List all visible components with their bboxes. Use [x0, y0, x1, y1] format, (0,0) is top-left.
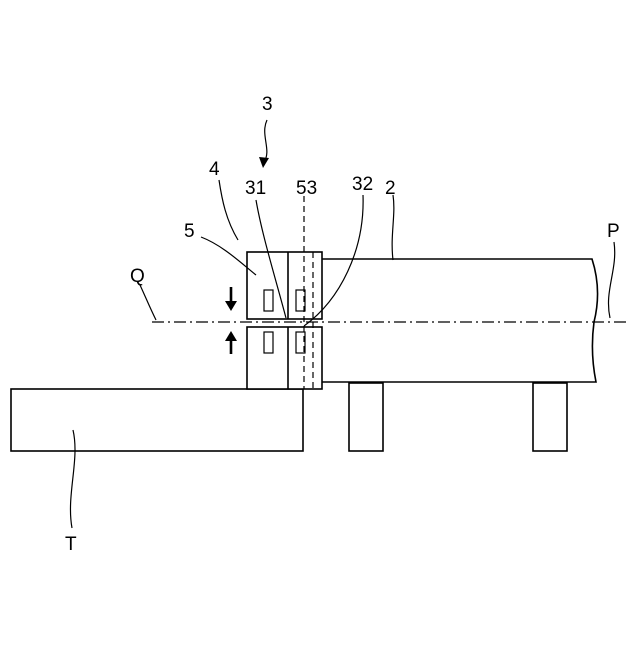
label-p: P [607, 221, 620, 242]
leader-4 [219, 180, 238, 240]
label-5: 5 [184, 221, 195, 242]
label-31: 31 [245, 178, 266, 199]
leader-p [608, 242, 614, 318]
left-support-leg [349, 383, 383, 451]
up-arrow [225, 331, 237, 354]
label-53: 53 [296, 178, 317, 199]
label-4: 4 [209, 159, 220, 180]
upper-block [247, 252, 322, 319]
leader-2 [392, 195, 394, 260]
label-t: T [65, 534, 77, 555]
body-2 [322, 259, 598, 451]
lower-block [247, 327, 322, 389]
leader-3-arrowhead [259, 157, 269, 168]
leader-q [140, 285, 156, 320]
down-arrow [225, 287, 237, 311]
label-3: 3 [262, 94, 273, 115]
label-q: Q [130, 266, 145, 287]
member-t [11, 389, 303, 451]
right-support-leg [533, 383, 567, 451]
leader-3 [264, 120, 267, 162]
body-2-outline [322, 259, 598, 382]
label-32: 32 [352, 174, 373, 195]
label-2: 2 [385, 178, 396, 199]
